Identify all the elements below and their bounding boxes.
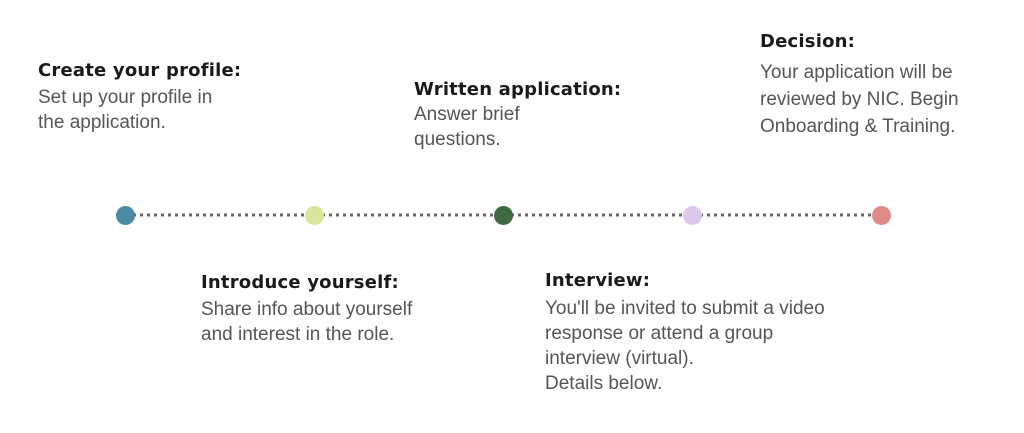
step-title: Introduce yourself: (201, 272, 399, 293)
step-interview: Interview: You'll be invited to submit a… (545, 269, 825, 396)
step-description: Set up your profile in the application. (38, 85, 241, 135)
description-line: Answer brief (414, 104, 520, 125)
description-line: Your application will be (760, 62, 953, 83)
step-title: Interview: (545, 270, 651, 291)
description-line: You'll be invited to submit a video (545, 298, 825, 319)
step-5-dot (872, 206, 891, 225)
step-written-application: Written application: Answer brief questi… (414, 78, 621, 152)
step-title: Written application: (414, 79, 622, 100)
step-introduce-yourself: Introduce yourself: Share info about you… (201, 271, 412, 347)
description-line: response or attend a group (545, 323, 774, 344)
step-4-dot (683, 206, 702, 225)
step-create-profile: Create your profile: Set up your profile… (38, 59, 241, 135)
step-description: Answer brief questions. (414, 102, 621, 152)
description-line: interview (virtual). (545, 348, 694, 369)
step-description: You'll be invited to submit a video resp… (545, 296, 825, 396)
step-3-dot (494, 206, 513, 225)
description-line: reviewed by NIC. Begin (760, 89, 959, 110)
description-line: Share info about yourself (201, 299, 413, 320)
description-line: questions. (414, 129, 501, 150)
description-line: the application. (38, 112, 166, 133)
description-line: and interest in the role. (201, 324, 395, 345)
step-2-dot (305, 206, 324, 225)
step-description: Your application will be reviewed by NIC… (760, 59, 959, 140)
step-description: Share info about yourself and interest i… (201, 297, 412, 347)
step-decision: Decision: Your application will be revie… (760, 30, 959, 140)
description-line: Details below. (545, 373, 663, 394)
description-line: Onboarding & Training. (760, 116, 956, 137)
description-line: Set up your profile in (38, 87, 213, 108)
step-1-dot (116, 206, 135, 225)
step-title: Decision: (760, 31, 856, 52)
step-title: Create your profile: (38, 60, 242, 81)
